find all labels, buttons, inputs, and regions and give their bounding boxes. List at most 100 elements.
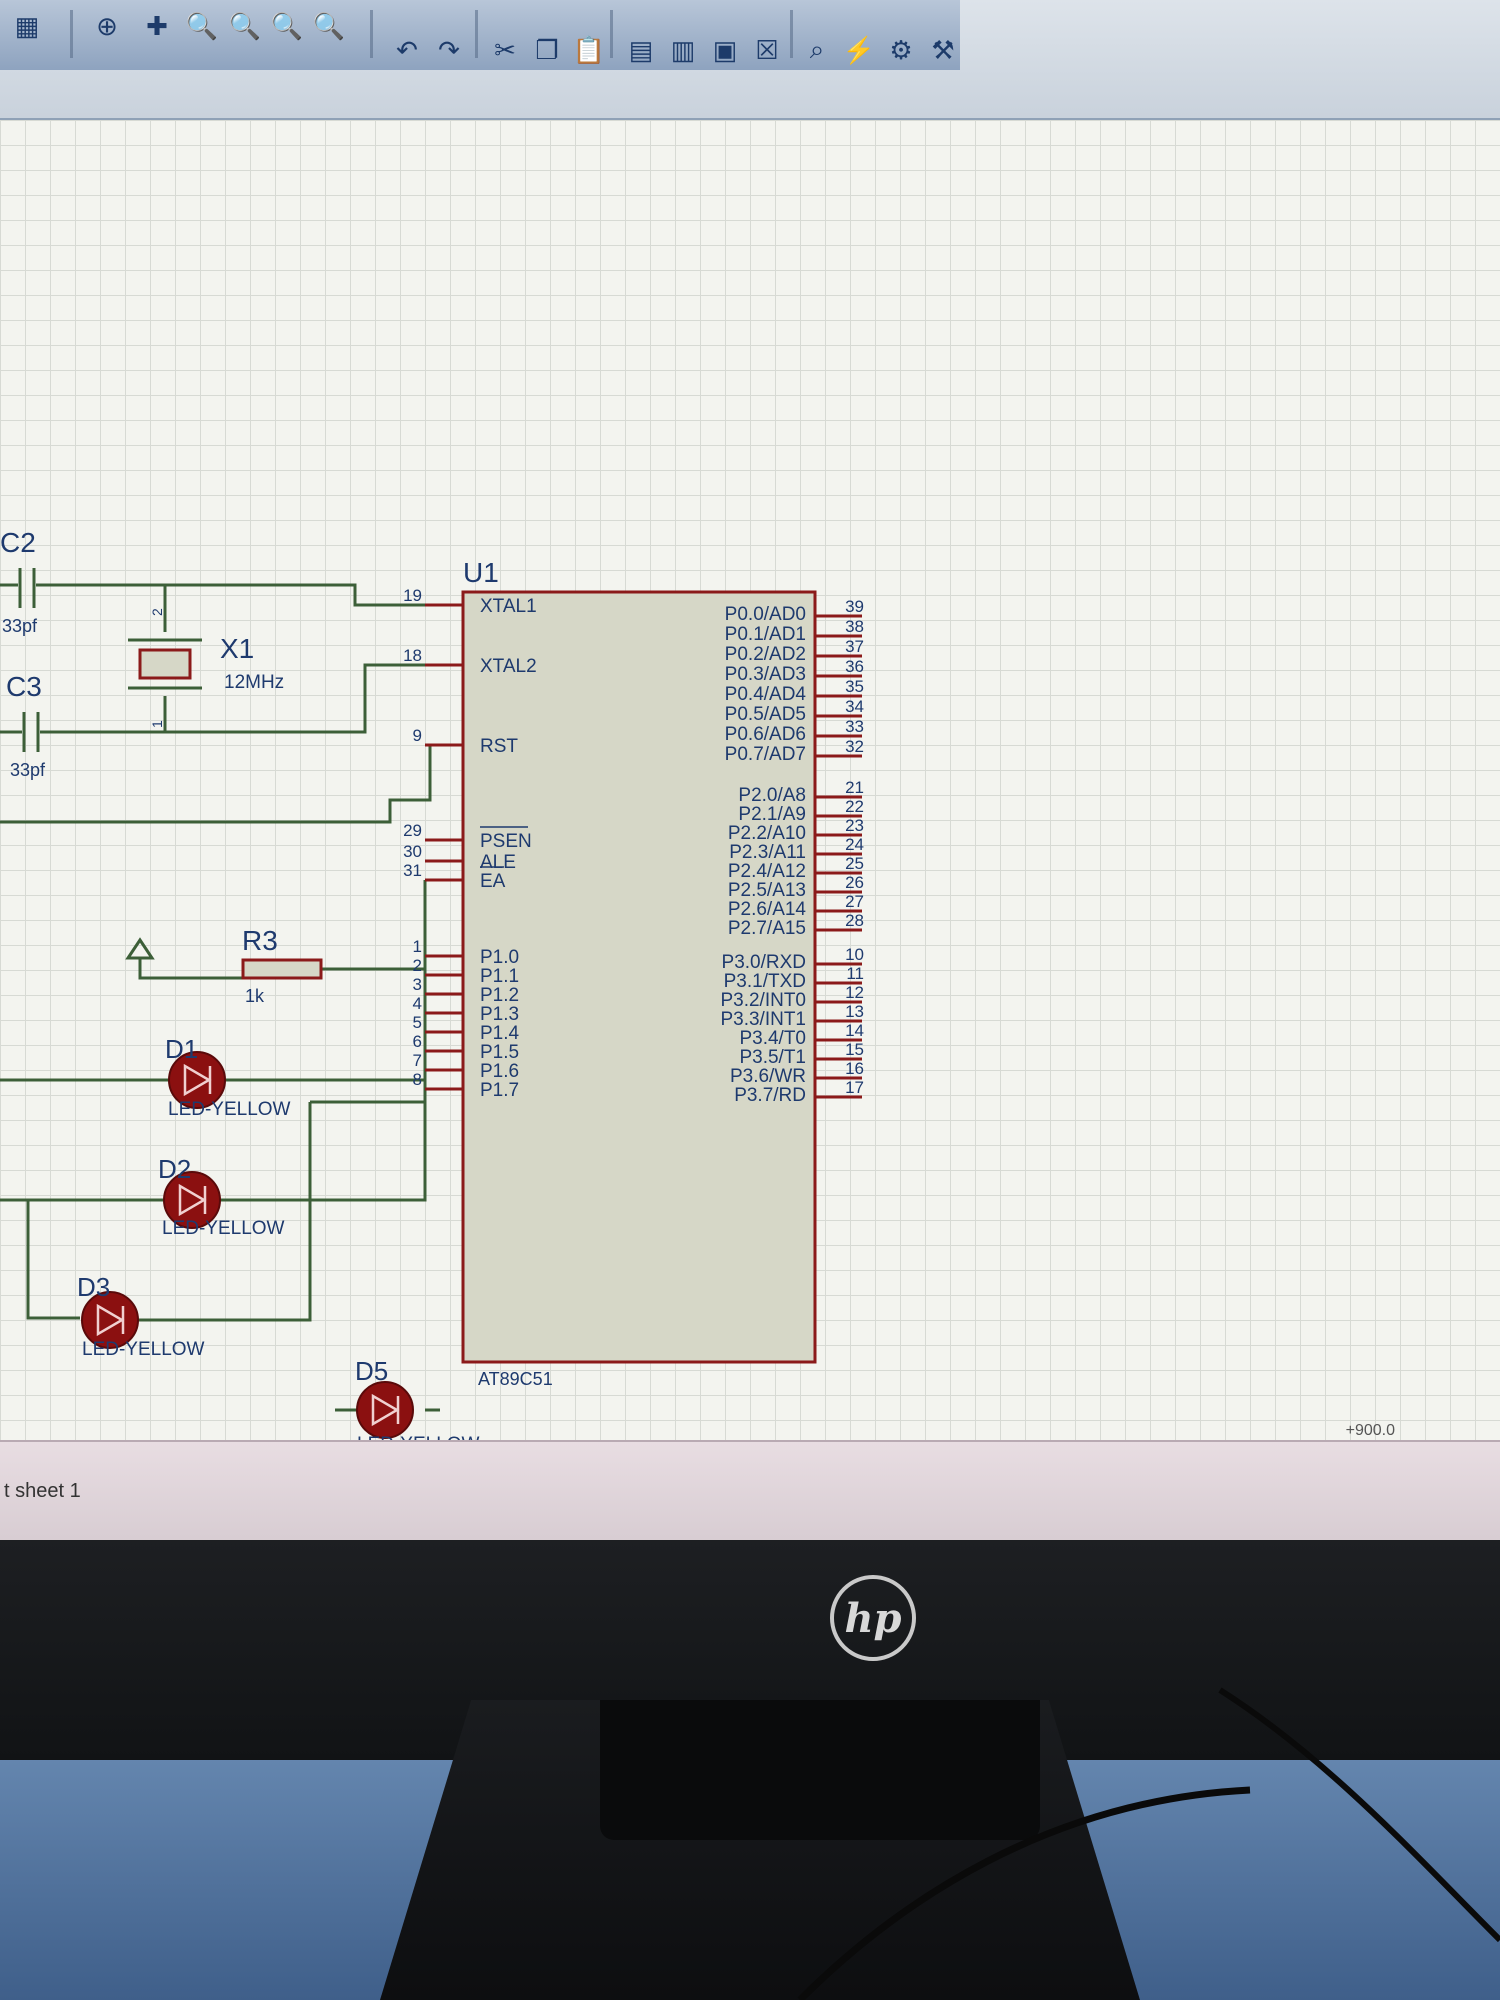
pin-name: P2.2/A10 — [728, 823, 806, 844]
block-delete-icon[interactable]: ☒ — [755, 34, 779, 65]
chip-pin-4[interactable]: 4P1.3 — [413, 994, 520, 1025]
sheet-tab[interactable]: t sheet 1 — [4, 1480, 81, 1502]
chip-body[interactable] — [461, 590, 817, 1364]
wire[interactable] — [0, 1051, 427, 1320]
chip-pin-2[interactable]: 2P1.1 — [413, 956, 520, 987]
capacitor-c2[interactable] — [18, 568, 36, 608]
schematic-drawing[interactable]: 19XTAL118XTAL29RST29PSEN30ALE31EA1P1.02P… — [0, 120, 1500, 1450]
pin-name: P0.6/AD6 — [725, 724, 806, 745]
zoom-all-icon[interactable]: 🔍 — [270, 10, 304, 41]
led-body[interactable] — [356, 1381, 414, 1439]
pin-number: 26 — [845, 873, 864, 892]
chip-pin-8[interactable]: 8P1.7 — [413, 1070, 520, 1101]
grid-icon[interactable]: ▦ — [14, 10, 40, 41]
chip-ref: U1 — [463, 557, 499, 588]
chip-pin-33[interactable]: 33 P0.6/AD6 — [725, 717, 864, 745]
wire[interactable] — [36, 583, 425, 607]
chip-pin-6[interactable]: 6P1.5 — [413, 1032, 520, 1063]
led-ref: D3 — [77, 1272, 110, 1302]
undo-icon[interactable]: ↶ — [396, 34, 418, 65]
cut-icon[interactable]: ✂ — [494, 34, 516, 65]
paste-icon[interactable]: 📋 — [572, 34, 606, 65]
pin-number: 6 — [413, 1032, 422, 1051]
led-d5[interactable]: D5LED-YELLOW — [355, 1356, 480, 1450]
pin-number: 8 — [413, 1070, 422, 1089]
search-icon[interactable]: ⌕ — [809, 34, 825, 64]
hammer-icon[interactable]: ⚒ — [931, 34, 955, 65]
zoom-area-icon[interactable]: 🔍 — [312, 10, 346, 41]
chip-pin-5[interactable]: 5P1.4 — [413, 1013, 520, 1044]
pin-number: 36 — [845, 657, 864, 676]
chip-pin-7[interactable]: 7P1.6 — [413, 1051, 520, 1082]
zoom-out-icon[interactable]: 🔍 — [228, 10, 262, 41]
block-copy-icon[interactable]: ▤ — [628, 34, 654, 65]
redo-icon[interactable]: ↷ — [438, 34, 460, 65]
pin-name: ALE — [480, 852, 516, 873]
pin-number: 4 — [413, 994, 422, 1013]
pin-number: 24 — [845, 835, 864, 854]
origin-icon[interactable]: ⊕ — [96, 10, 118, 41]
zoom-in-icon[interactable]: 🔍 — [185, 10, 219, 41]
pin-name: P0.0/AD0 — [725, 604, 806, 625]
pin-name: P0.4/AD4 — [725, 684, 807, 705]
block-rotate-icon[interactable]: ▣ — [712, 34, 738, 65]
x1-pin-bottom: 1 — [149, 720, 165, 728]
crystal-x1[interactable] — [128, 588, 202, 732]
resistor-r3[interactable] — [125, 937, 323, 980]
chip-pin-1[interactable]: 1P1.0 — [413, 937, 520, 968]
wire-autoroute-icon[interactable]: ⚡ — [842, 34, 876, 65]
capacitor-c3[interactable] — [22, 712, 40, 752]
block-move-icon[interactable]: ▥ — [670, 34, 696, 65]
pin-name: P1.1 — [480, 966, 519, 987]
pin-name: P2.4/A12 — [728, 861, 806, 882]
pin-number: 17 — [845, 1078, 864, 1097]
copy-icon[interactable]: ❐ — [535, 34, 559, 65]
coordinate-readout: +900.0 — [1345, 1422, 1395, 1439]
wire[interactable] — [40, 663, 425, 734]
wire[interactable] — [118, 975, 427, 1322]
pin-name: PSEN — [480, 831, 532, 852]
pin-number: 33 — [845, 717, 864, 736]
tools-icon[interactable]: ⚙ — [889, 34, 913, 65]
c3-ref: C3 — [6, 671, 42, 702]
diode-icon — [183, 1063, 212, 1097]
pin-name: P1.5 — [480, 1042, 519, 1063]
pin-name: P0.2/AD2 — [725, 644, 806, 665]
wire[interactable] — [0, 745, 432, 824]
diode-icon — [178, 1183, 207, 1217]
pan-icon[interactable]: ✚ — [146, 10, 168, 41]
chip-pin-3[interactable]: 3P1.2 — [413, 975, 520, 1006]
